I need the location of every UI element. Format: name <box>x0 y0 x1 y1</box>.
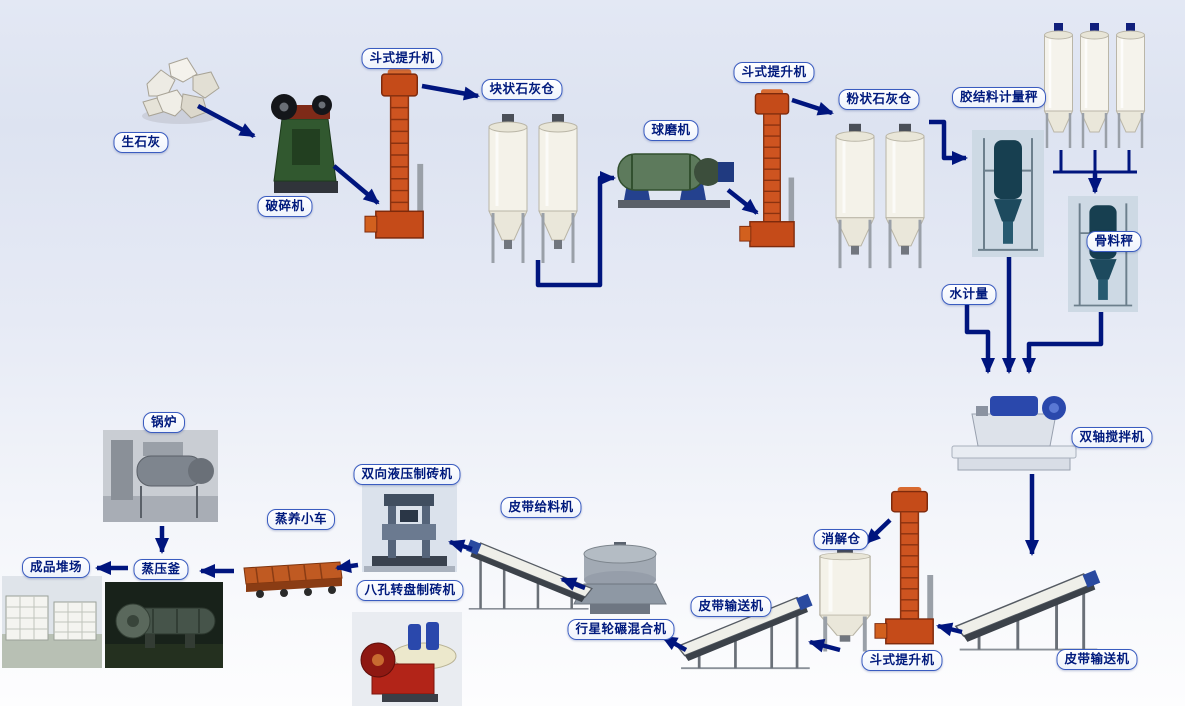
label-crusher: 破碎机 <box>257 196 313 217</box>
storage-silos <box>1042 22 1147 152</box>
label-ball-mill: 球磨机 <box>643 120 699 141</box>
quicklime-pile <box>135 50 225 128</box>
bucket-elevator-1 <box>362 68 437 248</box>
aggregate-scale-image <box>1068 196 1138 312</box>
hydraulic-brick-press <box>362 484 457 572</box>
label-planetary-wheel-mixer: 行星轮碾混合机 <box>567 619 675 640</box>
label-aggregate-scale: 骨料秤 <box>1086 231 1142 252</box>
rotary-brick-press <box>352 612 462 706</box>
flow-arrow <box>964 303 995 374</box>
digestion-silo-image <box>812 543 878 655</box>
label-rotary-brick-machine: 八孔转盘制砖机 <box>356 580 464 601</box>
label-belt-feeder: 皮带给料机 <box>500 497 582 518</box>
binder-metering-scale-image <box>972 130 1044 257</box>
flow-arrow <box>929 119 968 165</box>
planetary-wheel-mixer-image <box>570 540 670 628</box>
label-steam-curing-cart: 蒸养小车 <box>266 509 336 530</box>
label-product-yard: 成品堆场 <box>21 557 91 578</box>
ball-mill <box>612 138 737 220</box>
label-twin-shaft-mixer: 双轴搅拌机 <box>1071 427 1153 448</box>
label-quicklime: 生石灰 <box>113 132 169 153</box>
label-powder-lime-silo: 粉状石灰仓 <box>838 89 920 110</box>
block-lime-silos <box>483 108 583 268</box>
jaw-crusher <box>258 85 350 197</box>
belt-conveyor-1-image <box>950 556 1105 654</box>
flow-arrow <box>1022 312 1104 374</box>
bucket-elevator-2 <box>737 82 807 262</box>
steam-curing-cart-image <box>238 548 346 604</box>
label-bucket-elevator-2: 斗式提升机 <box>733 62 815 83</box>
label-hydraulic-brick-machine: 双向液压制砖机 <box>353 464 461 485</box>
finished-product-yard <box>2 576 102 668</box>
label-water-metering: 水计量 <box>941 284 997 305</box>
label-bucket-elevator-1: 斗式提升机 <box>361 48 443 69</box>
powder-lime-silos <box>830 118 930 273</box>
label-digestion-silo: 消解仓 <box>813 529 869 550</box>
label-block-lime-silo: 块状石灰仓 <box>481 79 563 100</box>
autoclave-image <box>105 582 223 668</box>
label-autoclave: 蒸压釜 <box>133 559 189 580</box>
label-belt-conveyor-2: 皮带输送机 <box>690 596 772 617</box>
label-bucket-elevator-3: 斗式提升机 <box>861 650 943 671</box>
belt-feeder-image <box>462 520 597 620</box>
silo-manifold-line <box>1053 150 1137 174</box>
bucket-elevator-3 <box>872 487 947 652</box>
twin-shaft-mixer-image <box>950 380 1080 475</box>
label-binder-metering-scale: 胶结料计量秤 <box>951 87 1047 108</box>
boiler-image <box>103 430 218 522</box>
label-boiler: 锅炉 <box>142 412 186 433</box>
label-belt-conveyor-1: 皮带输送机 <box>1056 649 1138 670</box>
belt-conveyor-2-image <box>672 578 817 675</box>
